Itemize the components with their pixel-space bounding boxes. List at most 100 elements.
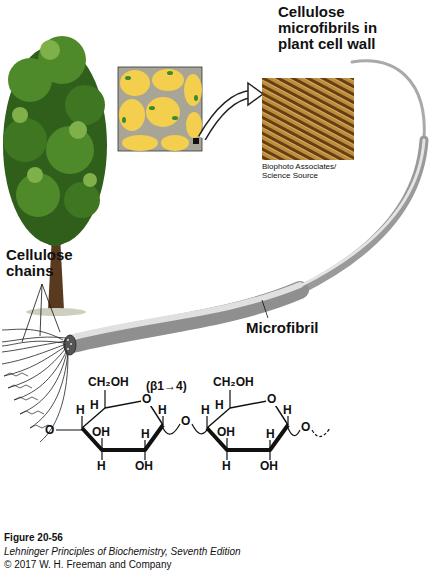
tree-part xyxy=(26,308,86,316)
cellulose-chains-part xyxy=(4,373,28,376)
cell-inset-part xyxy=(120,70,150,96)
microfibril-tube-part xyxy=(300,140,424,286)
figure-caption: Figure 20-56 xyxy=(4,533,304,544)
credit-line: Lehninger Principles of Biochemistry, Se… xyxy=(4,547,404,558)
glucose-rings-part xyxy=(312,428,330,437)
tree-part xyxy=(69,121,87,139)
cellulose-chains-part xyxy=(40,354,68,442)
leader-lines-part xyxy=(22,284,42,342)
glucose-rings-part xyxy=(207,425,288,450)
atom-label: O xyxy=(266,393,277,406)
tree-part xyxy=(39,214,71,246)
cellulose-chains-part xyxy=(8,348,66,388)
microfibril-tube-part xyxy=(67,339,69,341)
leader-lines xyxy=(22,284,268,342)
atom-label: OH xyxy=(92,426,110,439)
micrograph-box: Cellulose microfibrils in plant cell wal… xyxy=(262,78,354,160)
tree xyxy=(3,36,107,316)
atom-label: OH xyxy=(135,460,153,473)
credit-line: © 2017 W. H. Freeman and Company xyxy=(4,560,404,571)
cellulose-chains-part xyxy=(2,341,64,346)
cell-inset-part xyxy=(194,95,198,101)
cell-inset-part xyxy=(122,117,126,123)
atom-label: O xyxy=(181,415,190,428)
cellulose-chains-part xyxy=(2,344,66,364)
atom-label: O xyxy=(45,424,54,437)
micrograph-part xyxy=(262,78,354,160)
atom-label: H xyxy=(266,428,275,441)
glucose-rings-part xyxy=(82,425,163,450)
atom-label: OH xyxy=(217,426,235,439)
microfibril-tube xyxy=(64,61,424,355)
micrograph-part xyxy=(262,78,354,160)
tree-part xyxy=(12,107,28,123)
tree-part xyxy=(27,167,43,183)
cell-inset-part xyxy=(146,97,180,127)
cell-inset-part xyxy=(149,106,155,110)
cell-inset-part xyxy=(167,71,173,75)
cellulose-chains xyxy=(2,329,68,442)
atom-label: H xyxy=(141,428,150,441)
atom-label: H xyxy=(76,404,85,417)
cell-inset-part xyxy=(152,69,184,91)
atom-label: H xyxy=(90,399,99,412)
part-label: Microfibril xyxy=(246,320,319,336)
cell-inset-part xyxy=(161,135,189,151)
cellulose-chains-part xyxy=(4,346,66,376)
atom-label: H xyxy=(201,404,210,417)
tree-part xyxy=(65,85,105,125)
glucose-rings-part xyxy=(56,390,163,460)
atom-label: H xyxy=(158,404,167,417)
zoom-arrow-part xyxy=(202,94,252,138)
cellulose-chains-part xyxy=(2,341,66,352)
glucose-rings-part xyxy=(163,424,180,434)
tree-part xyxy=(83,173,97,187)
atom-label: H xyxy=(215,399,224,412)
tree-part xyxy=(38,36,86,84)
cell-inset-part xyxy=(193,138,199,144)
glucose-rings-part xyxy=(288,428,300,436)
tree-part xyxy=(64,182,100,218)
leader-lines-part xyxy=(262,300,268,318)
atom-label: H xyxy=(283,404,292,417)
microfibril-tube-part xyxy=(70,343,72,345)
cellulose-chains-part xyxy=(2,329,63,340)
glucose-rings xyxy=(56,390,330,460)
cellulose-chains-part xyxy=(14,397,38,400)
cell-inset-part xyxy=(184,74,202,106)
glucose-rings-part xyxy=(192,424,207,434)
glucose-rings-part xyxy=(105,400,163,425)
zoom-arrow-part xyxy=(202,94,252,138)
microfibril-tube-part xyxy=(352,61,424,140)
bond-label: (β1→4) xyxy=(146,380,187,393)
cell-inset-part xyxy=(122,135,158,151)
cell-inset-part xyxy=(119,99,145,131)
cell-inset xyxy=(118,67,202,151)
photo-heading: Cellulose microfibrils in plant cell wal… xyxy=(278,4,398,53)
tree-part xyxy=(40,40,60,60)
photo-credit: Biophoto Associates/ Science Source xyxy=(262,163,354,180)
tree-part xyxy=(3,118,47,162)
microfibril-tube-part xyxy=(67,348,69,350)
cell-inset-part xyxy=(172,116,178,120)
leader-lines-part xyxy=(40,284,42,336)
cell-inset-part xyxy=(125,76,131,80)
zoom-arrow-part xyxy=(248,83,263,105)
cellulose-chains-part xyxy=(30,353,68,428)
glucose-rings-part xyxy=(230,400,288,425)
atom-label: H xyxy=(97,460,106,473)
atom-label: CH₂OH xyxy=(213,376,254,389)
atom-label: H xyxy=(222,460,231,473)
atom-label: OH xyxy=(260,460,278,473)
cellulose-chains-part xyxy=(20,411,44,414)
atom-label: CH₂OH xyxy=(88,376,129,389)
atom-label: O xyxy=(141,393,152,406)
zoom-arrow xyxy=(202,83,263,138)
atom-label: O xyxy=(301,421,310,434)
leader-lines-part xyxy=(42,284,60,332)
cellulose-chains-part xyxy=(20,352,67,414)
cell-inset-part xyxy=(118,67,202,151)
cellulose-chains-part xyxy=(8,385,32,388)
